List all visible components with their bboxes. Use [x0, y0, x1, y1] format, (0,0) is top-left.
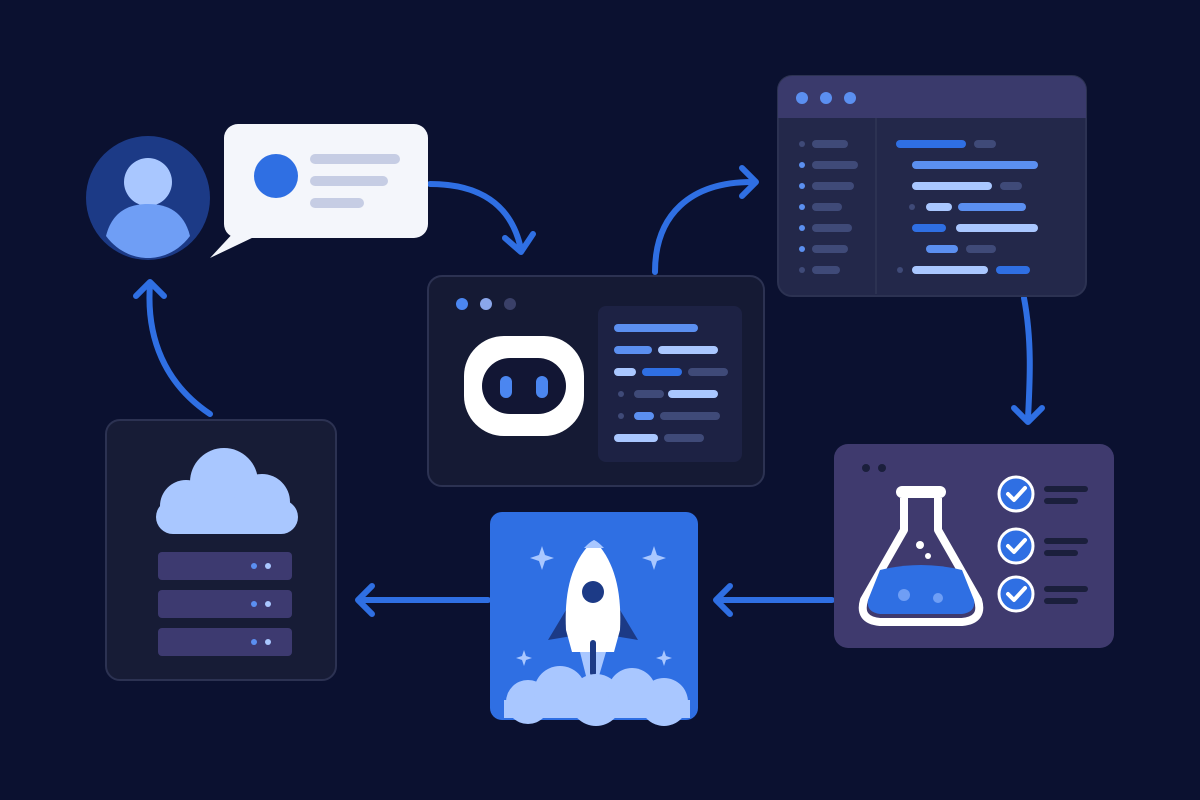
- server-rack-icon: [158, 552, 292, 656]
- agent-node: [427, 275, 765, 487]
- code-lines: [896, 140, 1038, 274]
- arrow-testing-to-deploy: [713, 583, 835, 617]
- infrastructure-node: [105, 419, 337, 681]
- cloud-icon: [156, 448, 298, 534]
- arrow-deploy-to-infrastructure: [355, 583, 491, 617]
- arrow-editor-to-testing: [1011, 295, 1045, 425]
- agent-code-panel: [598, 306, 742, 462]
- deploy-node: [490, 512, 698, 726]
- arrow-infrastructure-to-user: [133, 279, 213, 417]
- check-icon: [997, 575, 1035, 613]
- arrow-agent-to-editor: [652, 165, 759, 275]
- connectors: [133, 165, 1045, 617]
- check-icon: [997, 527, 1035, 565]
- arrow-prompt-to-agent: [427, 181, 536, 255]
- test-checklist: [997, 475, 1088, 613]
- code-window-icon: [777, 75, 1087, 297]
- user-node: [86, 136, 210, 260]
- flask-icon: [858, 486, 984, 626]
- smoke-cloud: [504, 666, 690, 726]
- check-icon: [997, 475, 1035, 513]
- prompt-node: [210, 124, 428, 258]
- file-tree: [799, 140, 858, 274]
- robot-face-icon: [464, 336, 584, 436]
- sparkle-icon: [516, 546, 672, 666]
- cloud-server-icon: [156, 448, 298, 656]
- editor-node: [777, 75, 1087, 297]
- window-controls: [456, 298, 516, 310]
- chat-bubble-icon: [210, 124, 428, 258]
- testing-node: [834, 444, 1114, 648]
